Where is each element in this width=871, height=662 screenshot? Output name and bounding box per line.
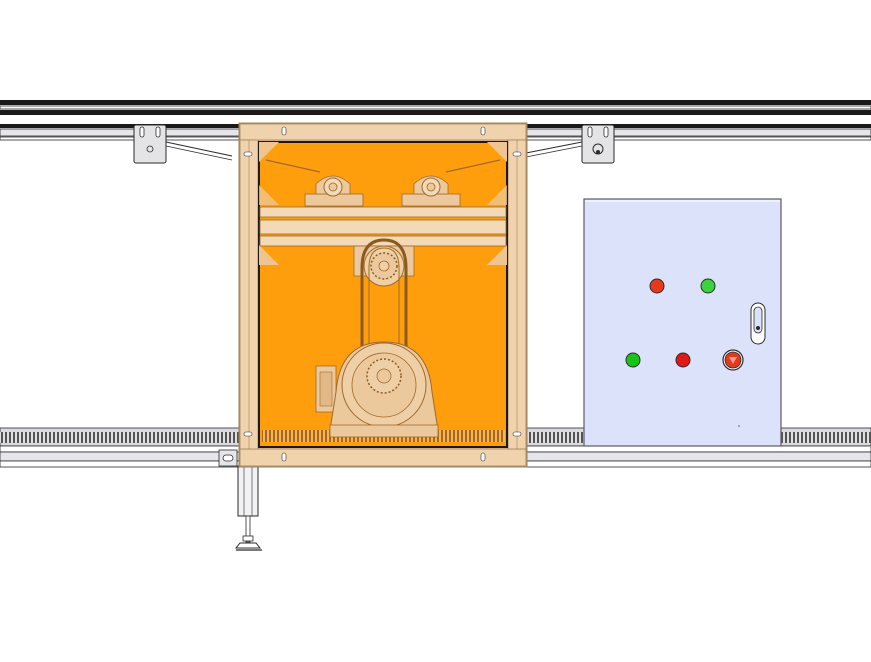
- left-pillow-block-icon: [304, 175, 364, 207]
- left-mounting-bracket-icon: [133, 124, 233, 164]
- indicator-bottom-left[interactable]: [625, 352, 641, 368]
- adjustable-foot-icon: [218, 449, 262, 551]
- indicator-top-right[interactable]: [700, 278, 716, 294]
- right-mounting-bracket-icon: [525, 124, 615, 164]
- gear-motor-icon: [315, 341, 439, 438]
- control-cabinet: [583, 198, 782, 447]
- indicator-lights: [625, 278, 744, 371]
- right-pillow-block-icon: [401, 175, 461, 207]
- indicator-bottom-middle[interactable]: [675, 352, 691, 368]
- indicator-top-left[interactable]: [649, 278, 665, 294]
- door-latch-icon[interactable]: [750, 302, 766, 345]
- emergency-stop-button[interactable]: [722, 349, 744, 371]
